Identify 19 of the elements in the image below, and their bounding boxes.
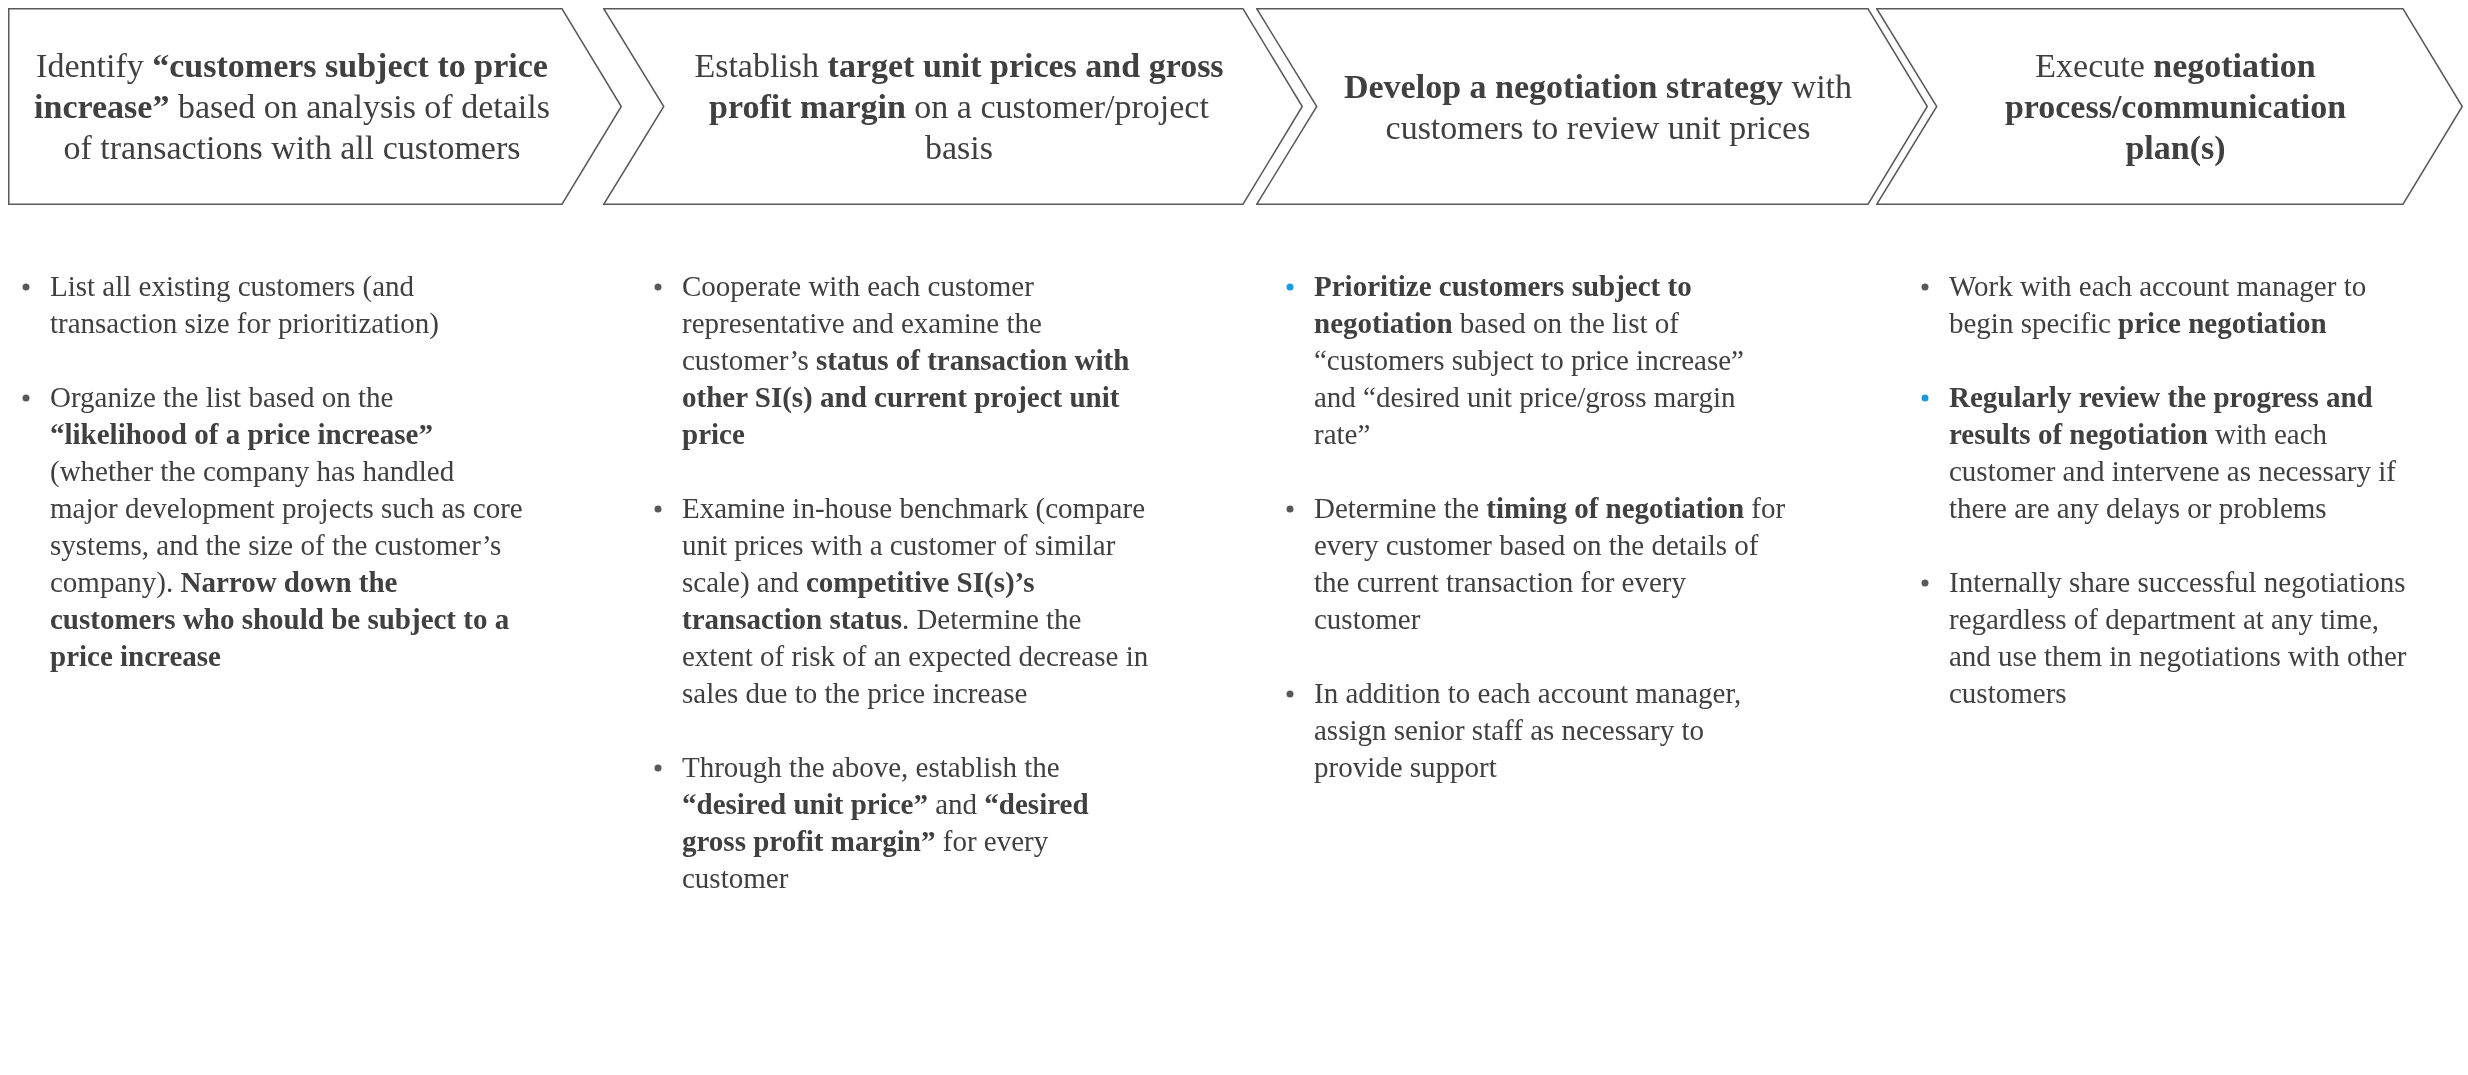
bullet-point: Examine in-house benchmark (compare unit prices with a customer of similar scale) and competitive SI(s)’s transaction status. Determine the extent of risk of an expected decrease in sales due to the price increase [682,491,1150,711]
bullet-point: Work with each account manager to begin specific price negotiation [1949,269,2368,341]
bullet-point: In addition to each account manager, assign senior staff as necessary to provide support [1314,676,1743,785]
step-text: Identify “customers subject to price increase” based on analysis of details of transactions with all customers [33,46,551,168]
bullet-point: Internally share successful negotiations regardless of department at any time, and use them in negotiations with other customers [1949,565,2408,711]
chevron-step [1256,8,1928,205]
bullet-point: Regularly review the progress and results of negotiation with each customer and intervene as necessary if there are any delays or problems [1949,380,2397,526]
bullet-point: Prioritize customers subject to negotiation based on the list of “customers subject to price increase” and “desired unit price/gross margin rate” [1314,269,1745,452]
bullet-point: Through the above, establish the “desired unit price” and “desired gross profit margin” for every customer [682,750,1090,896]
step-text: Establish target unit prices and gross profit margin on a customer/project basis [693,46,1225,168]
bullet-point: Cooperate with each customer representative and examine the customer’s status of transaction with other SI(s) and current project unit price [682,269,1131,452]
bullet-point: List all existing customers (and transaction size for prioritization) [50,269,440,341]
chevron-step [603,8,1303,205]
bullet-point: Organize the list based on the “likelihood of a price increase” (whether the company has handled major development projects such as core systems, and the size of the customer’s company). Narrow down the customers who should be subject to a price increase [50,380,523,674]
step-text: Execute negotiation process/communication plan(s) [2003,46,2348,168]
bullet-point: Determine the timing of negotiation for every customer based on the details of the current transaction for every customer [1314,491,1787,637]
step-text: Develop a negotiation strategy with customers to review unit prices [1342,66,1854,148]
chevron-step [8,8,622,205]
chevron-step [1876,8,2463,205]
